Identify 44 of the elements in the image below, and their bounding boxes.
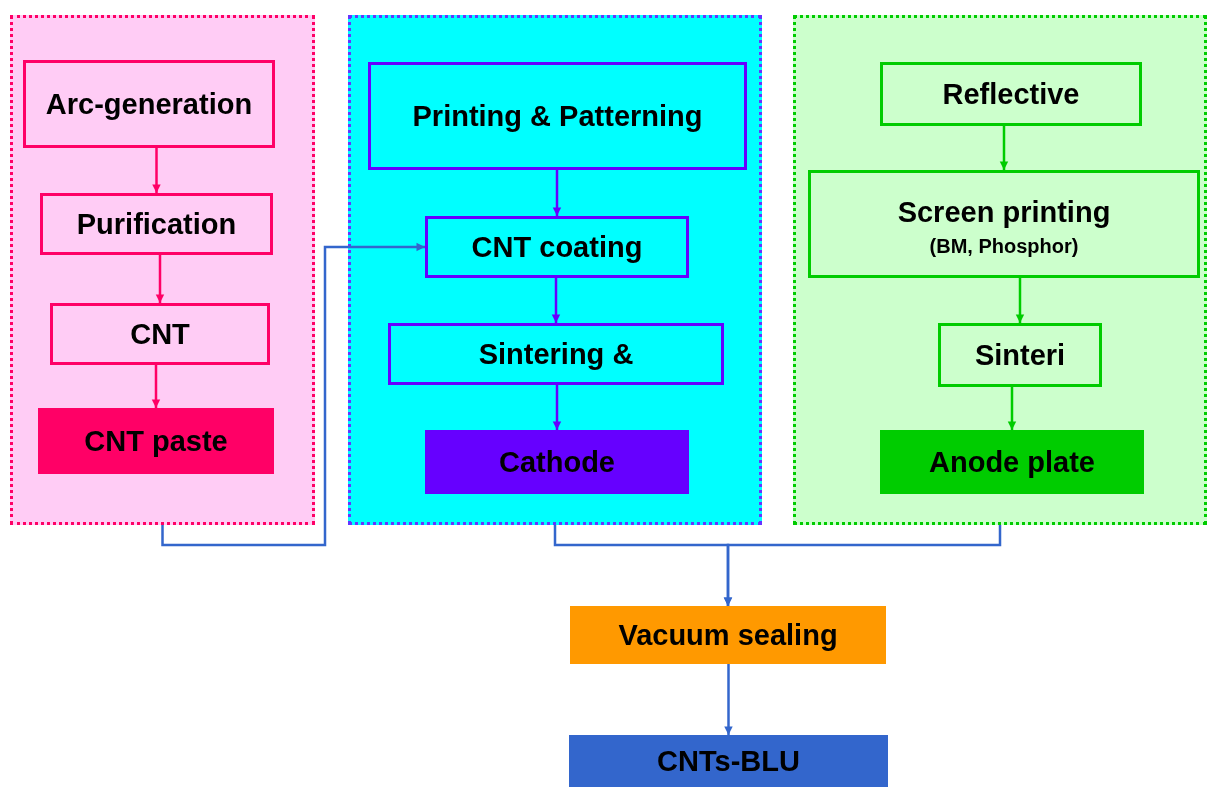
step-label: Reflective bbox=[942, 76, 1080, 112]
arrow bbox=[151, 365, 161, 408]
arrow bbox=[155, 255, 165, 303]
step-label: Vacuum sealing bbox=[618, 617, 838, 653]
arrow bbox=[999, 126, 1009, 170]
step-label: CNT bbox=[130, 316, 190, 352]
process-box bbox=[23, 60, 275, 148]
process-box bbox=[50, 303, 270, 365]
step-note: (BM, Phosphor) bbox=[929, 234, 1079, 258]
step-label: CNT coating bbox=[471, 229, 643, 265]
group-panel bbox=[10, 15, 315, 525]
process-box bbox=[368, 62, 747, 170]
step-label: Cathode bbox=[499, 444, 615, 480]
arrow bbox=[161, 242, 425, 547]
step-label: Sinteri bbox=[974, 337, 1066, 373]
process-box bbox=[808, 170, 1200, 278]
process-box bbox=[880, 62, 1142, 126]
arrow bbox=[724, 664, 733, 735]
process-box bbox=[880, 430, 1144, 494]
step-label: Arc-generation bbox=[45, 86, 253, 122]
process-box bbox=[569, 735, 888, 787]
process-box bbox=[388, 323, 724, 385]
step-label: Purification bbox=[76, 206, 237, 242]
process-box bbox=[938, 323, 1102, 387]
arrow bbox=[152, 148, 161, 193]
arrow bbox=[552, 385, 562, 430]
step-label: CNT paste bbox=[84, 423, 228, 459]
step-label: Printing & Patterning bbox=[412, 98, 703, 134]
process-box bbox=[570, 606, 886, 664]
step-label: Sintering & bbox=[478, 336, 634, 372]
group-panel bbox=[348, 15, 762, 525]
process-box bbox=[38, 408, 274, 474]
step-label: CNTs-BLU bbox=[657, 743, 800, 779]
arrow bbox=[723, 525, 1002, 606]
arrow bbox=[1015, 278, 1025, 323]
arrow bbox=[552, 170, 562, 216]
process-box bbox=[425, 216, 689, 278]
process-box bbox=[40, 193, 273, 255]
group-panel bbox=[793, 15, 1207, 525]
process-box bbox=[425, 430, 689, 494]
arrow bbox=[551, 278, 561, 323]
step-label: Screen printing bbox=[897, 195, 1111, 231]
arrow bbox=[1007, 387, 1017, 430]
step-label: Anode plate bbox=[929, 444, 1095, 480]
